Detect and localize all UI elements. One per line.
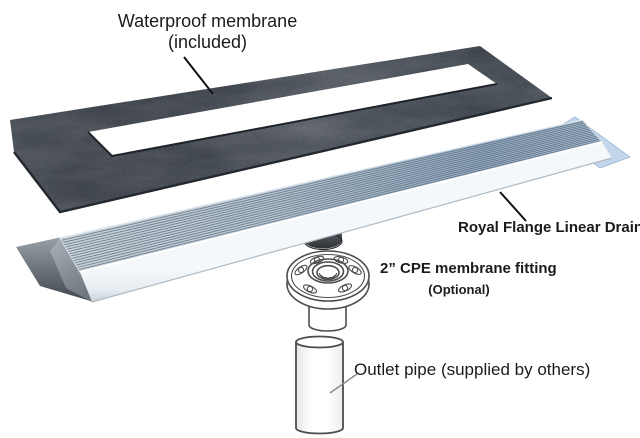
leader-lines xyxy=(183,56,527,394)
membrane-label: Waterproof membrane (included) xyxy=(95,11,320,53)
drain-grate-ribs xyxy=(61,121,601,271)
fitting-thread-1 xyxy=(318,272,338,279)
fitting-flange-inner-line xyxy=(290,253,366,299)
membrane-grain xyxy=(10,46,552,212)
fitting-bolt xyxy=(348,265,362,275)
drain-end-cap xyxy=(50,238,92,302)
pipe-label: Outlet pipe (supplied by others) xyxy=(354,360,591,379)
pipe-opening xyxy=(295,335,344,349)
fitting-label-line2: (Optional) xyxy=(428,282,490,297)
fitting-label-line1: 2” CPE membrane fitting xyxy=(380,260,557,277)
fitting-bolt xyxy=(333,256,349,264)
fitting-hole xyxy=(316,264,340,281)
pipe-body xyxy=(295,342,344,435)
linear-drain-graphic xyxy=(16,116,631,303)
drain-front-face xyxy=(80,142,612,302)
drain-bottom-edge xyxy=(91,157,613,303)
drain-top-highlight xyxy=(79,141,603,273)
fitting-thread-2 xyxy=(320,274,336,280)
leader-line-membrane xyxy=(183,56,214,95)
membrane-slot-edge xyxy=(87,83,498,158)
drain-label: Royal Flange Linear Drain xyxy=(458,219,640,236)
leader-line-drain xyxy=(499,191,527,222)
membrane-label-line2: (included) xyxy=(167,32,248,53)
fitting-bolt xyxy=(294,264,308,276)
waterproof-membrane-graphic xyxy=(10,46,553,214)
leader-line-pipe xyxy=(329,373,358,394)
outlet-pipe-graphic xyxy=(295,335,344,435)
fitting-bolt xyxy=(302,284,318,294)
membrane-label-line1: Waterproof membrane xyxy=(117,11,298,31)
fitting-bolt xyxy=(309,255,325,265)
membrane-thickness-edge xyxy=(13,96,553,214)
fitting-bolt xyxy=(337,283,353,293)
membrane-fitting-graphic xyxy=(286,250,370,332)
